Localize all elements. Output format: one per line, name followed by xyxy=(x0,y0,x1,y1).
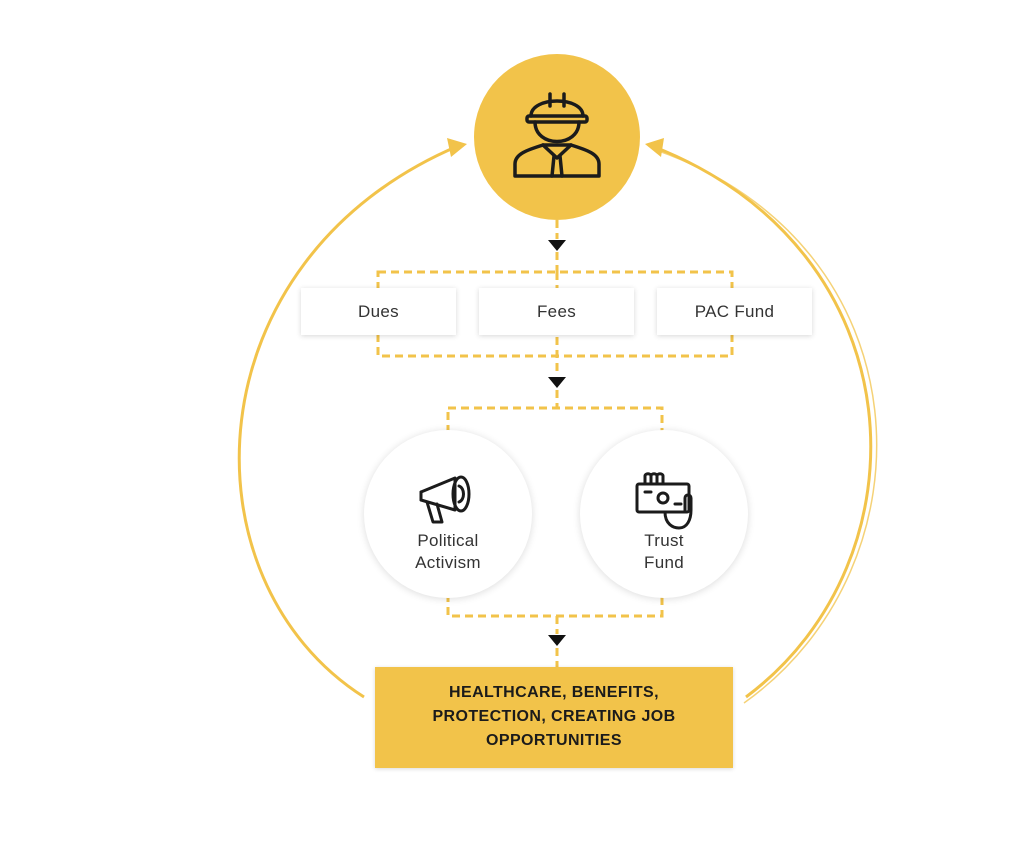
dues-label: Dues xyxy=(358,301,399,321)
outcome-line2: PROTECTION, CREATING JOB xyxy=(432,708,676,725)
arrow-marker-2 xyxy=(548,377,566,388)
dues-box: Dues xyxy=(301,288,456,335)
trust-fund-node: Trust Fund xyxy=(580,430,748,598)
political-activism-line2: Activism xyxy=(415,553,481,572)
union-worker-node xyxy=(474,54,640,220)
right-arc-arrowhead xyxy=(645,138,664,157)
right-return-arc xyxy=(651,144,873,699)
pac-fund-label: PAC Fund xyxy=(694,301,775,321)
hard-hat-worker-icon xyxy=(513,92,601,178)
fees-label: Fees xyxy=(537,301,576,321)
hand-holding-money-icon xyxy=(635,472,693,530)
trust-fund-line1: Trust xyxy=(644,531,684,550)
political-activism-node: Political Activism xyxy=(364,430,532,598)
arrow-marker-1 xyxy=(548,240,566,251)
trust-fund-line2: Fund xyxy=(644,553,684,572)
megaphone-icon xyxy=(419,475,471,524)
fees-box: Fees xyxy=(479,288,634,335)
pac-fund-box: PAC Fund xyxy=(657,288,812,335)
arrow-marker-3 xyxy=(548,635,566,646)
outcome-box: HEALTHCARE, BENEFITS, PROTECTION, CREATI… xyxy=(375,667,733,768)
left-arc-arrowhead xyxy=(447,138,467,157)
outcome-line3: OPPORTUNITIES xyxy=(486,732,622,749)
left-return-arc xyxy=(237,144,459,699)
right-return-arc-shadow xyxy=(655,149,878,704)
political-activism-line1: Political xyxy=(417,531,479,550)
outcome-line1: HEALTHCARE, BENEFITS, xyxy=(449,684,659,701)
